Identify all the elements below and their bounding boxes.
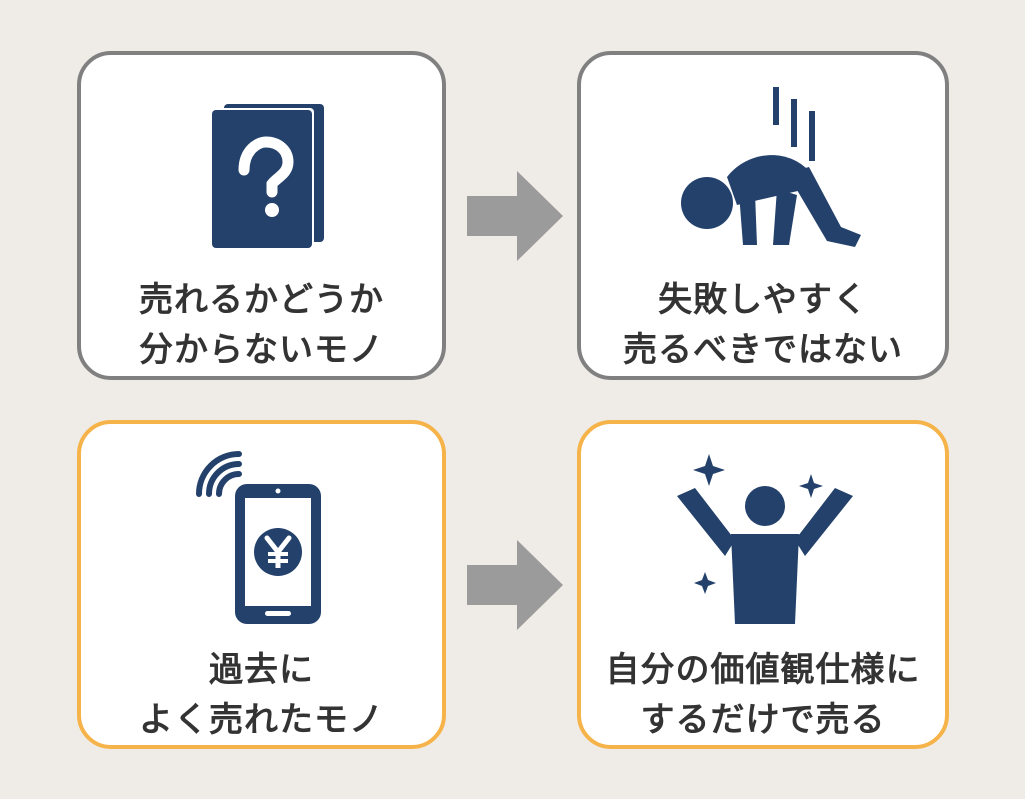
- card-success-line2: するだけで売る: [640, 700, 886, 740]
- card-success-line1: 自分の価値観仕様に: [605, 650, 921, 690]
- card-unknown-item-line1: 売れるかどうか: [139, 280, 384, 320]
- arrow-right-icon: [467, 171, 563, 261]
- card-past-seller-line2: よく売れたモノ: [139, 700, 384, 740]
- card-failure-line1: 失敗しやすく: [658, 280, 868, 320]
- cheering-person-icon: [677, 454, 853, 624]
- card-unknown-item: 売れるかどうか 分からないモノ: [77, 51, 446, 380]
- arrow-right-icon: [467, 540, 563, 630]
- card-success: 自分の価値観仕様に するだけで売る: [577, 420, 949, 749]
- card-unknown-item-line2: 分からないモノ: [139, 330, 384, 370]
- card-past-seller-line1: 過去に: [209, 650, 314, 690]
- card-failure: 失敗しやすく 売るべきではない: [577, 51, 949, 380]
- card-failure-line2: 売るべきではない: [623, 330, 903, 370]
- card-past-seller: 過去に よく売れたモノ: [77, 420, 446, 749]
- smartphone-yen-icon: [196, 451, 321, 624]
- slumped-person-icon: [681, 87, 861, 247]
- question-book-icon: [210, 104, 324, 250]
